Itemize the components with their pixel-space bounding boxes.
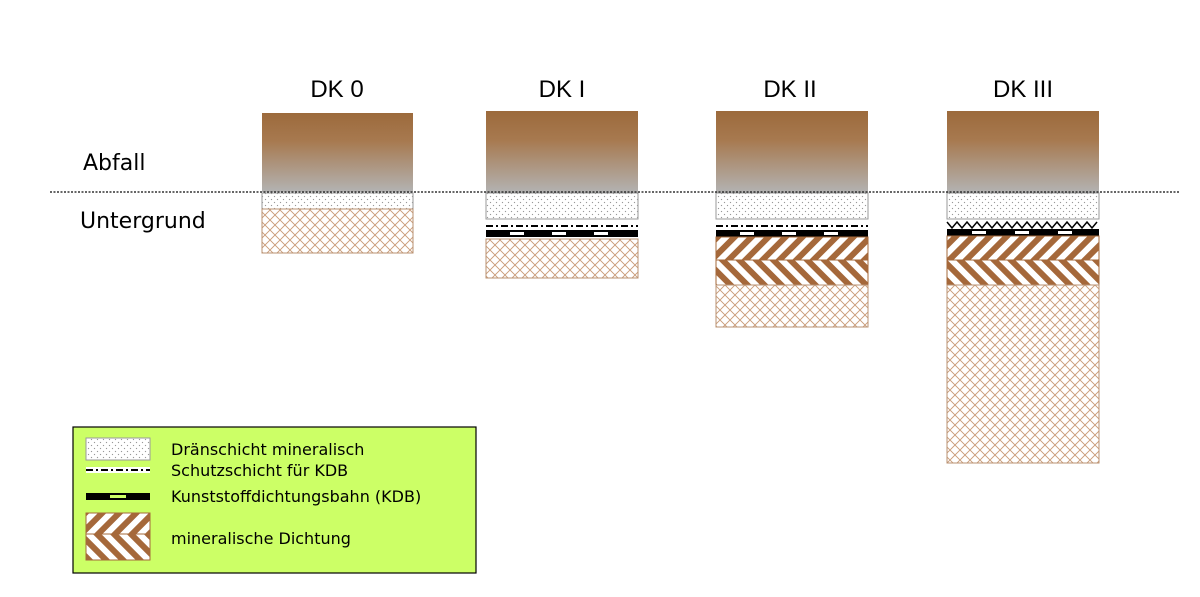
column-label-dk3: DK III: [993, 76, 1053, 103]
drainage-layer: [715, 192, 869, 220]
drainage-layer: [485, 192, 639, 220]
drainage-layer: [946, 192, 1100, 220]
waste-layer: [947, 111, 1099, 193]
legend-swatch-protection: [86, 467, 150, 473]
mineral-seal-upper: [946, 235, 1100, 261]
protection-layer-thick: [946, 220, 1099, 230]
waste-layer: [486, 111, 638, 193]
legend-label-mineral-seal: mineralische Dichtung: [171, 529, 351, 548]
column-label-dk1: DK I: [539, 76, 586, 103]
subsoil-layer: [261, 208, 414, 254]
membrane-layer: [486, 230, 638, 237]
column-dk3: [946, 111, 1100, 464]
column-dk0: [261, 113, 414, 254]
membrane-layer: [716, 230, 868, 237]
membrane-layer: [947, 229, 1099, 236]
subsoil-layer: [485, 238, 639, 279]
legend-swatch-membrane: [86, 493, 150, 500]
column-label-dk0: DK 0: [310, 76, 363, 103]
label-untergrund: Untergrund: [80, 209, 206, 234]
legend: Dränschicht mineralisch Schutzschicht fü…: [72, 426, 477, 574]
subsoil-layer: [715, 284, 869, 328]
legend-swatch-drainage: [85, 437, 151, 461]
legend-label-drainage: Dränschicht mineralisch: [171, 440, 364, 459]
label-abfall: Abfall: [83, 151, 145, 176]
column-label-dk2: DK II: [763, 76, 816, 103]
waste-layer: [716, 111, 868, 193]
mineral-seal-lower: [715, 259, 869, 286]
drainage-layer: [261, 192, 414, 210]
column-dk2: [715, 111, 869, 328]
waste-layer: [262, 113, 413, 192]
subsoil-layer: [946, 284, 1100, 464]
legend-swatch-mineral-seal: [85, 512, 151, 561]
mineral-seal-lower: [946, 259, 1100, 286]
mineral-seal-upper: [715, 236, 869, 261]
legend-label-protection: Schutzschicht für KDB: [171, 461, 348, 480]
legend-label-membrane: Kunststoffdichtungsbahn (KDB): [171, 487, 421, 506]
column-dk1: [485, 111, 639, 279]
